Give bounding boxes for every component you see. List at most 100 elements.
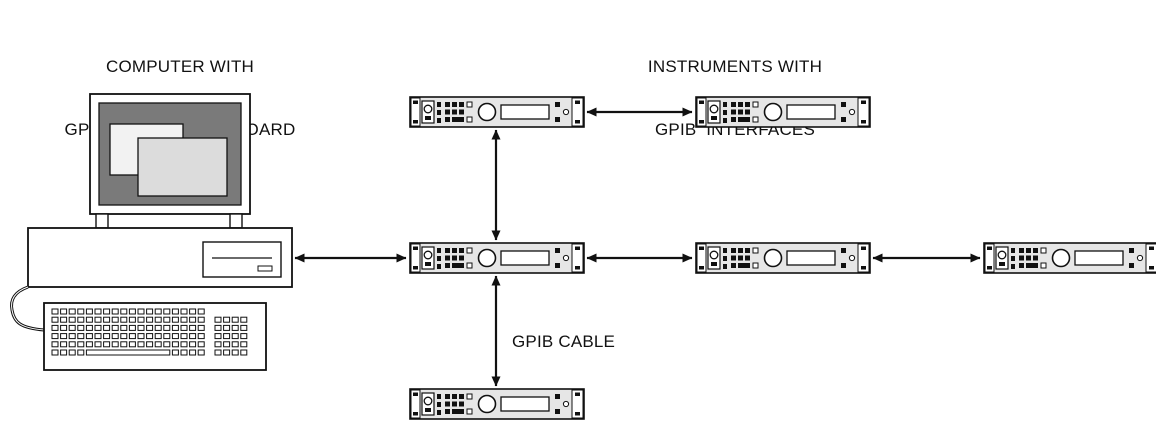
keyboard-key bbox=[146, 341, 154, 348]
keyboard-key bbox=[137, 324, 145, 331]
keyboard-key bbox=[111, 341, 119, 348]
keyboard-key bbox=[51, 324, 59, 331]
computer-label-line1: COMPUTER WITH bbox=[105, 57, 255, 76]
keyboard-key bbox=[120, 341, 128, 348]
keyboard-key bbox=[94, 341, 102, 348]
instrument-far-right bbox=[983, 242, 1156, 274]
keyboard-key bbox=[111, 316, 119, 323]
keyboard-key bbox=[240, 316, 248, 323]
instrument-top-right bbox=[695, 96, 871, 128]
keyboard-key bbox=[163, 341, 171, 348]
keyboard-key bbox=[214, 349, 222, 356]
keyboard-key bbox=[197, 341, 205, 348]
keyboard-key bbox=[120, 316, 128, 323]
keyboard-key bbox=[94, 316, 102, 323]
keyboard-key bbox=[180, 316, 188, 323]
keyboard-key bbox=[231, 341, 239, 348]
keyboard-key bbox=[154, 324, 162, 331]
keyboard-key bbox=[240, 324, 248, 331]
keyboard-key bbox=[51, 349, 59, 356]
instrument-top-center bbox=[409, 96, 585, 128]
keyboard-key bbox=[163, 324, 171, 331]
keyboard-key bbox=[103, 341, 111, 348]
keyboard-key bbox=[231, 316, 239, 323]
keyboard-key bbox=[111, 324, 119, 331]
keyboard-key bbox=[240, 333, 248, 340]
keyboard-key bbox=[60, 324, 68, 331]
keyboard-key bbox=[146, 316, 154, 323]
keyboard-key bbox=[103, 316, 111, 323]
keyboard-key bbox=[60, 349, 68, 356]
keyboard-key bbox=[94, 308, 102, 315]
keyboard-key bbox=[154, 333, 162, 340]
keyboard-key bbox=[85, 341, 93, 348]
keyboard-key bbox=[94, 324, 102, 331]
keyboard-key bbox=[214, 341, 222, 348]
keyboard-key bbox=[171, 333, 179, 340]
keyboard-key bbox=[240, 349, 248, 356]
keyboard-key bbox=[60, 333, 68, 340]
keyboard-key bbox=[68, 341, 76, 348]
keyboard-key bbox=[223, 333, 231, 340]
keyboard-key bbox=[60, 341, 68, 348]
keyboard-key bbox=[128, 316, 136, 323]
keyboard-key bbox=[51, 333, 59, 340]
instrument-middle-right bbox=[695, 242, 871, 274]
keyboard-key bbox=[197, 324, 205, 331]
keyboard-key bbox=[103, 308, 111, 315]
keyboard-key bbox=[128, 308, 136, 315]
instruments-label-line1: INSTRUMENTS WITH bbox=[647, 57, 823, 76]
keyboard-key bbox=[197, 316, 205, 323]
keyboard-key bbox=[214, 333, 222, 340]
keyboard-key bbox=[77, 308, 85, 315]
system-unit bbox=[27, 227, 293, 288]
keyboard-key bbox=[223, 341, 231, 348]
keyboard-key bbox=[231, 349, 239, 356]
keyboard-key bbox=[103, 333, 111, 340]
keyboard-key bbox=[68, 333, 76, 340]
keyboard-key bbox=[189, 308, 197, 315]
keyboard-key bbox=[154, 316, 162, 323]
keyboard-key bbox=[223, 324, 231, 331]
keyboard-key bbox=[189, 349, 197, 356]
instrument-bottom-center bbox=[409, 388, 585, 420]
keyboard-key bbox=[163, 308, 171, 315]
keyboard-key bbox=[137, 316, 145, 323]
keyboard-key bbox=[189, 341, 197, 348]
keyboard-key bbox=[163, 333, 171, 340]
keyboard-key bbox=[137, 341, 145, 348]
keyboard-key bbox=[51, 316, 59, 323]
keyboard-key bbox=[85, 324, 93, 331]
keyboard-key bbox=[128, 324, 136, 331]
keyboard-key bbox=[85, 316, 93, 323]
keyboard-key bbox=[171, 324, 179, 331]
keyboard-key bbox=[171, 341, 179, 348]
keyboard-key bbox=[60, 316, 68, 323]
keyboard-key bbox=[137, 333, 145, 340]
keyboard-key bbox=[214, 316, 222, 323]
keyboard-key bbox=[85, 308, 93, 315]
keyboard-key bbox=[231, 333, 239, 340]
keyboard-key bbox=[77, 341, 85, 348]
keyboard-key bbox=[223, 349, 231, 356]
keyboard-key bbox=[171, 316, 179, 323]
keyboard-key bbox=[154, 308, 162, 315]
keyboard-key bbox=[171, 308, 179, 315]
keyboard-key bbox=[240, 341, 248, 348]
keyboard-key bbox=[51, 308, 59, 315]
keyboard-key bbox=[120, 324, 128, 331]
keyboard-key bbox=[77, 316, 85, 323]
computer bbox=[10, 93, 293, 371]
keyboard-key bbox=[163, 316, 171, 323]
keyboard-key bbox=[146, 308, 154, 315]
keyboard-key bbox=[94, 333, 102, 340]
keyboard-key bbox=[103, 324, 111, 331]
keyboard-key bbox=[137, 308, 145, 315]
keyboard-key bbox=[77, 324, 85, 331]
keyboard-key bbox=[77, 349, 85, 356]
keyboard-key bbox=[120, 333, 128, 340]
keyboard-key bbox=[223, 316, 231, 323]
keyboard-key bbox=[68, 316, 76, 323]
keyboard-key bbox=[180, 349, 188, 356]
keyboard-key bbox=[180, 341, 188, 348]
